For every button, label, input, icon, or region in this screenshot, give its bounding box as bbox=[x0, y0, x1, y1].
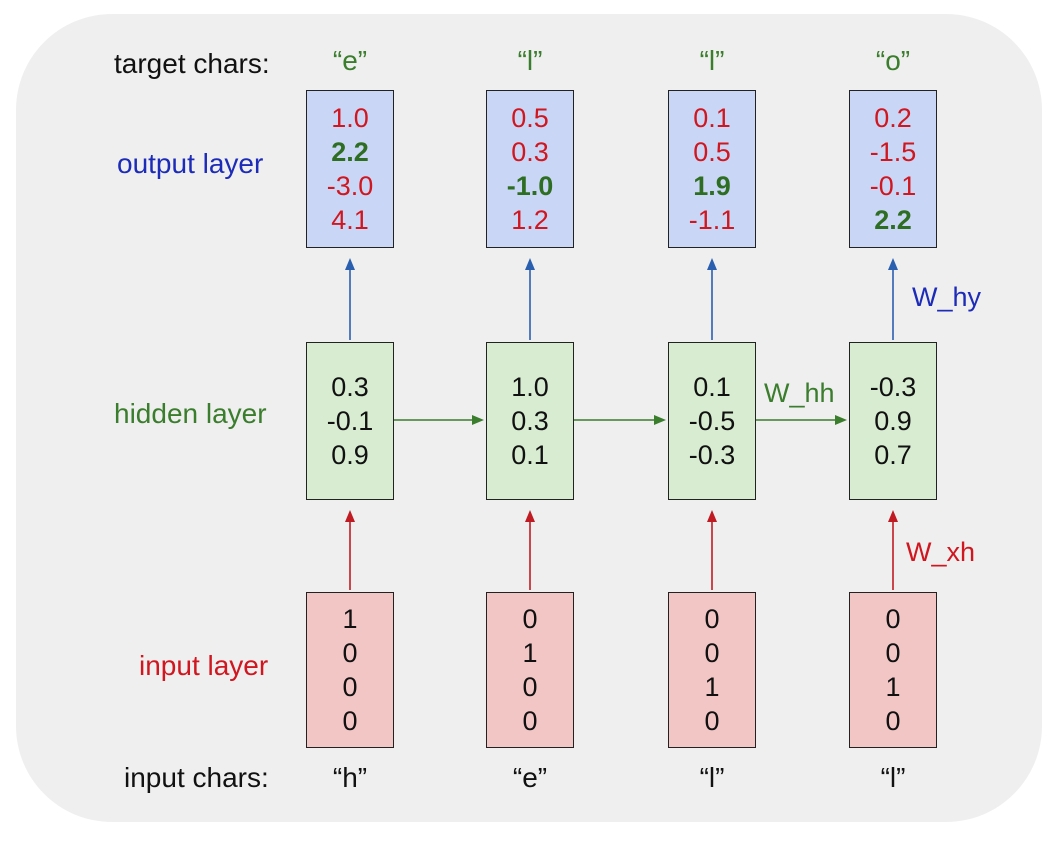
input-value: 0 bbox=[704, 604, 720, 634]
hidden-to-output-arrow-head bbox=[525, 258, 535, 270]
input-vector: 1 0 0 0 bbox=[306, 592, 394, 748]
hidden-vector: 1.0 0.3 0.1 bbox=[486, 342, 574, 500]
hidden-to-hidden-arrow-head bbox=[472, 415, 484, 425]
output-vector: 0.2 -1.5 -0.1 2.2 bbox=[849, 90, 937, 248]
input-to-hidden-arrow-head bbox=[345, 510, 355, 522]
output-value: 0.5 bbox=[511, 103, 549, 133]
output-value: 0.3 bbox=[511, 137, 549, 167]
target-chars-label: target chars: bbox=[114, 48, 270, 79]
input-vector: 0 0 1 0 bbox=[668, 592, 756, 748]
output-value: -0.1 bbox=[869, 171, 917, 201]
target-char: “e” bbox=[332, 45, 368, 76]
target-char: “l” bbox=[699, 45, 725, 76]
hidden-to-output-arrow-head bbox=[707, 258, 717, 270]
hidden-to-hidden-arrow-head bbox=[835, 415, 847, 425]
input-layer-label: input layer bbox=[139, 650, 269, 681]
output-vector: 0.5 0.3 -1.0 1.2 bbox=[486, 90, 574, 248]
output-value: -1.0 bbox=[506, 171, 554, 201]
input-vector: 0 1 0 0 bbox=[486, 592, 574, 748]
hidden-value: 0.9 bbox=[331, 440, 369, 470]
output-value: -3.0 bbox=[326, 171, 374, 201]
output-value: 1.0 bbox=[331, 103, 369, 133]
output-value: 0.1 bbox=[693, 103, 731, 133]
input-value: 0 bbox=[885, 604, 901, 634]
input-to-hidden-arrow-head bbox=[525, 510, 535, 522]
input-value: 0 bbox=[342, 706, 358, 736]
input-to-hidden-arrow-head bbox=[707, 510, 717, 522]
output-layer-label: output layer bbox=[117, 148, 264, 179]
hidden-value: -0.1 bbox=[326, 406, 374, 436]
output-value: 2.2 bbox=[874, 205, 912, 235]
output-vector: 1.0 2.2 -3.0 4.1 bbox=[306, 90, 394, 248]
weight-label-hy: W_hy bbox=[912, 282, 982, 312]
hidden-value: 1.0 bbox=[511, 372, 549, 402]
target-char: “l” bbox=[517, 45, 543, 76]
input-value: 1 bbox=[522, 638, 538, 668]
target-char: “o” bbox=[875, 45, 911, 76]
input-value: 0 bbox=[522, 604, 538, 634]
output-value: 0.5 bbox=[693, 137, 731, 167]
output-value: 0.2 bbox=[874, 103, 912, 133]
input-value: 1 bbox=[342, 604, 358, 634]
input-to-hidden-arrow-head bbox=[888, 510, 898, 522]
input-value: 1 bbox=[885, 672, 901, 702]
input-char: “l” bbox=[699, 762, 725, 793]
hidden-value: 0.7 bbox=[874, 440, 912, 470]
input-char: “e” bbox=[512, 762, 548, 793]
hidden-to-output-arrow-head bbox=[345, 258, 355, 270]
hidden-to-hidden-arrow-head bbox=[654, 415, 666, 425]
hidden-value: -0.5 bbox=[688, 406, 736, 436]
hidden-value: 0.9 bbox=[874, 406, 912, 436]
input-value: 0 bbox=[342, 672, 358, 702]
output-value: 4.1 bbox=[331, 205, 369, 235]
hidden-vector: 0.1 -0.5 -0.3 bbox=[668, 342, 756, 500]
input-chars-label: input chars: bbox=[124, 762, 269, 793]
input-value: 0 bbox=[704, 706, 720, 736]
output-value: 1.2 bbox=[511, 205, 549, 235]
hidden-value: 0.1 bbox=[511, 440, 549, 470]
hidden-value: 0.1 bbox=[693, 372, 731, 402]
input-value: 0 bbox=[885, 638, 901, 668]
hidden-to-output-arrow-head bbox=[888, 258, 898, 270]
input-char: “l” bbox=[880, 762, 906, 793]
output-value: 1.9 bbox=[693, 171, 731, 201]
hidden-value: -0.3 bbox=[688, 440, 736, 470]
hidden-value: -0.3 bbox=[869, 372, 917, 402]
output-value: 2.2 bbox=[331, 137, 369, 167]
input-value: 1 bbox=[704, 672, 720, 702]
weight-label-xh: W_xh bbox=[906, 537, 976, 567]
hidden-vector: 0.3 -0.1 0.9 bbox=[306, 342, 394, 500]
output-vector: 0.1 0.5 1.9 -1.1 bbox=[668, 90, 756, 248]
hidden-value: 0.3 bbox=[511, 406, 549, 436]
output-value: -1.1 bbox=[688, 205, 736, 235]
hidden-vector: -0.3 0.9 0.7 bbox=[849, 342, 937, 500]
hidden-value: 0.3 bbox=[331, 372, 369, 402]
input-vector: 0 0 1 0 bbox=[849, 592, 937, 748]
hidden-layer-label: hidden layer bbox=[114, 398, 267, 429]
input-value: 0 bbox=[342, 638, 358, 668]
input-value: 0 bbox=[522, 672, 538, 702]
weight-label-hh: W_hh bbox=[764, 378, 835, 408]
input-char: “h” bbox=[332, 762, 368, 793]
input-value: 0 bbox=[885, 706, 901, 736]
input-value: 0 bbox=[704, 638, 720, 668]
input-value: 0 bbox=[522, 706, 538, 736]
output-value: -1.5 bbox=[869, 137, 917, 167]
